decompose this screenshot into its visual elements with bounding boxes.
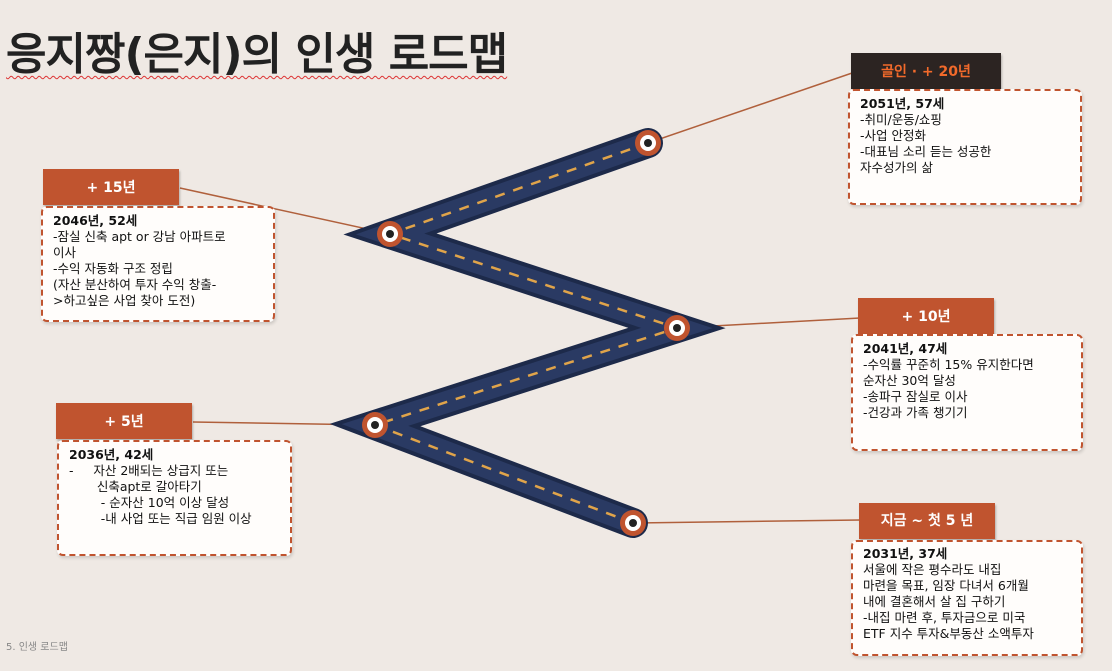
- milestone-line: -대표님 소리 듣는 성공한: [860, 144, 992, 159]
- milestone-label-now: 지금 ~ 첫 5 년: [859, 503, 995, 539]
- milestone-line: 내에 결혼해서 살 집 구하기: [863, 594, 1006, 609]
- milestone-pin-10: [664, 315, 690, 341]
- milestone-line: 마련을 목표, 임장 다녀서 6개월: [863, 578, 1029, 593]
- milestone-line: - 자산 2배되는 상급지 또는: [69, 463, 229, 478]
- connector-line-15: [179, 187, 391, 235]
- milestone-label-15: + 15년: [43, 169, 179, 205]
- milestone-box-now: 2031년, 37세 서울에 작은 평수라도 내집 마련을 목표, 임장 다녀서…: [851, 540, 1083, 656]
- connector-line-now: [632, 519, 861, 524]
- milestone-heading: 2046년, 52세: [53, 213, 138, 228]
- milestone-line: -건강과 가족 챙기기: [863, 405, 968, 420]
- milestone-line: -송파구 잠실로 이사: [863, 389, 968, 404]
- milestone-label-20: 골인 · + 20년: [851, 53, 1001, 89]
- connector-line-20: [647, 71, 856, 144]
- milestone-heading: 2036년, 42세: [69, 447, 154, 462]
- milestone-line: -사업 안정화: [860, 128, 926, 143]
- milestone-pin-15: [377, 221, 403, 247]
- milestone-line: -잠실 신축 apt or 강남 아파트로: [53, 229, 226, 244]
- milestone-box-15: 2046년, 52세 -잠실 신축 apt or 강남 아파트로 이사 -수익 …: [41, 206, 275, 322]
- milestone-line: -수익률 꾸준히 15% 유지한다면: [863, 357, 1034, 372]
- milestone-box-10: 2041년, 47세 -수익률 꾸준히 15% 유지한다면 순자산 30억 달성…: [851, 334, 1083, 451]
- milestone-line: >하고싶은 사업 찾아 도전): [53, 293, 196, 308]
- milestone-box-20: 2051년, 57세 -취미/운동/쇼핑 -사업 안정화 -대표님 소리 듣는 …: [848, 89, 1082, 205]
- milestone-line: -내집 마련 후, 투자금으로 미국: [863, 610, 1026, 625]
- milestone-pin-20: [635, 130, 661, 156]
- milestone-line: 자수성가의 삶: [860, 160, 933, 175]
- milestone-line: ETF 지수 투자&부동산 소액투자: [863, 626, 1034, 641]
- milestone-label-10: + 10년: [858, 298, 994, 334]
- slide-footer: 5. 인생 로드맵: [6, 642, 68, 653]
- milestone-heading: 2031년, 37세: [863, 546, 948, 561]
- milestone-pin-5: [362, 412, 388, 438]
- milestone-line: 신축apt로 갈아타기: [69, 479, 202, 494]
- milestone-heading: 2051년, 57세: [860, 96, 945, 111]
- milestone-line: 이사: [53, 245, 77, 260]
- milestone-label-5: + 5년: [56, 403, 192, 439]
- milestone-line: (자산 분산하여 투자 수익 창출-: [53, 277, 217, 292]
- milestone-line: 순자산 30억 달성: [863, 373, 956, 388]
- milestone-line: 서울에 작은 평수라도 내집: [863, 562, 1002, 577]
- milestone-pin-now: [620, 510, 646, 536]
- milestone-heading: 2041년, 47세: [863, 341, 948, 356]
- milestone-line: - 순자산 10억 이상 달성: [69, 495, 230, 510]
- milestone-line: -내 사업 또는 직급 임원 이상: [69, 511, 252, 526]
- milestone-box-5: 2036년, 42세 - 자산 2배되는 상급지 또는 신축apt로 갈아타기 …: [57, 440, 292, 556]
- page-title: 응지짱(은지)의 인생 로드맵: [6, 29, 508, 80]
- milestone-line: -수익 자동화 구조 정립: [53, 261, 173, 276]
- milestone-line: -취미/운동/쇼핑: [860, 112, 942, 127]
